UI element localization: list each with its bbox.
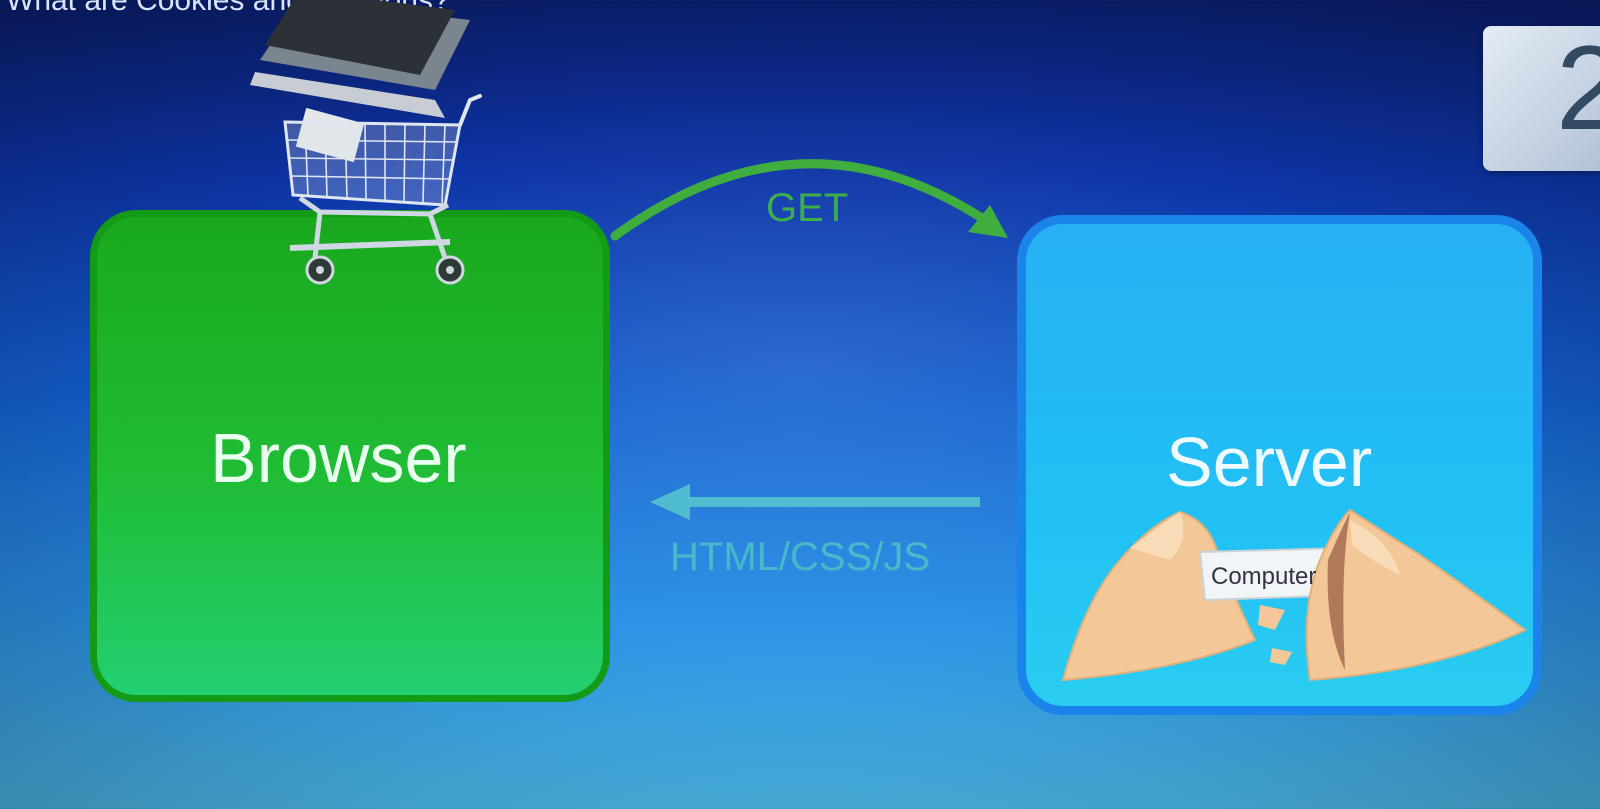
get-label: GET <box>766 186 849 230</box>
slide-number: 2 <box>1556 21 1600 155</box>
get-arrow <box>610 159 1008 241</box>
slide-number-badge <box>1483 26 1600 171</box>
fortune-cookie-icon <box>1061 508 1527 682</box>
response-label: HTML/CSS/JS <box>670 535 931 579</box>
fortune-slip-text: Computer <box>1211 563 1317 590</box>
server-label: Server <box>1166 423 1373 501</box>
browser-label: Browser <box>210 419 467 497</box>
response-arrow <box>650 484 980 520</box>
shopping-cart-icon <box>250 0 482 285</box>
computer-icon <box>250 0 470 163</box>
